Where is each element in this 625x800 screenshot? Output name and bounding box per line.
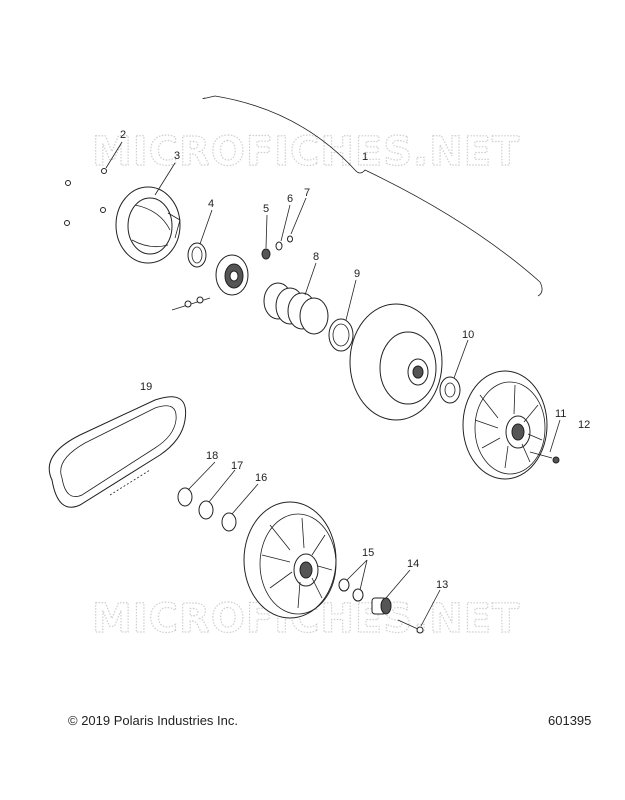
spacer-14 xyxy=(371,597,392,615)
callout-1: 1 xyxy=(362,151,368,163)
leader-lines xyxy=(105,141,561,627)
bolt-group-2 xyxy=(64,168,107,226)
hub-bolts xyxy=(171,296,211,311)
washer-6 xyxy=(275,241,283,251)
callout-3: 3 xyxy=(174,150,180,162)
washer-15a xyxy=(338,578,350,592)
callout-6: 6 xyxy=(287,193,293,205)
callout-14: 14 xyxy=(407,558,419,570)
washer-10 xyxy=(439,376,461,404)
callout-16: 16 xyxy=(255,472,267,484)
callout-12: 12 xyxy=(578,419,590,431)
nut-5 xyxy=(261,248,271,260)
callout-5: 5 xyxy=(263,203,269,215)
callout-9: 9 xyxy=(354,268,360,280)
spider-housing xyxy=(115,186,181,264)
washer-17 xyxy=(198,500,214,520)
callout-2: 2 xyxy=(120,129,126,141)
nut-12 xyxy=(552,456,560,464)
driven-clutch-upper xyxy=(462,370,548,480)
callout-18: 18 xyxy=(206,450,218,462)
callout-7: 7 xyxy=(304,187,310,199)
washer-16 xyxy=(221,512,237,532)
callout-11: 11 xyxy=(555,408,566,420)
reference-number: 601395 xyxy=(548,713,592,728)
watermark-top: MICROFICHES.NET xyxy=(92,129,520,175)
callout-19: 19 xyxy=(140,381,152,393)
callout-10: 10 xyxy=(462,329,474,341)
callout-8: 8 xyxy=(313,251,319,263)
callout-15: 15 xyxy=(362,547,374,559)
bolt-13 xyxy=(397,619,424,634)
ring-4 xyxy=(187,242,207,268)
washer-15b xyxy=(352,588,364,602)
fixed-sheave xyxy=(349,303,443,421)
ring-9 xyxy=(328,318,354,352)
callout-17: 17 xyxy=(231,460,243,472)
bolt-11 xyxy=(529,451,553,459)
pin-7 xyxy=(287,235,293,243)
assembly-bracket xyxy=(202,95,543,297)
callout-13: 13 xyxy=(436,579,448,591)
spring xyxy=(263,282,329,335)
drive-belt xyxy=(48,396,187,508)
copyright-text: © 2019 Polaris Industries Inc. xyxy=(68,713,238,728)
washer-18 xyxy=(177,487,193,507)
center-bearing xyxy=(215,254,249,296)
driven-clutch-lower xyxy=(243,501,337,619)
callout-4: 4 xyxy=(208,198,214,210)
